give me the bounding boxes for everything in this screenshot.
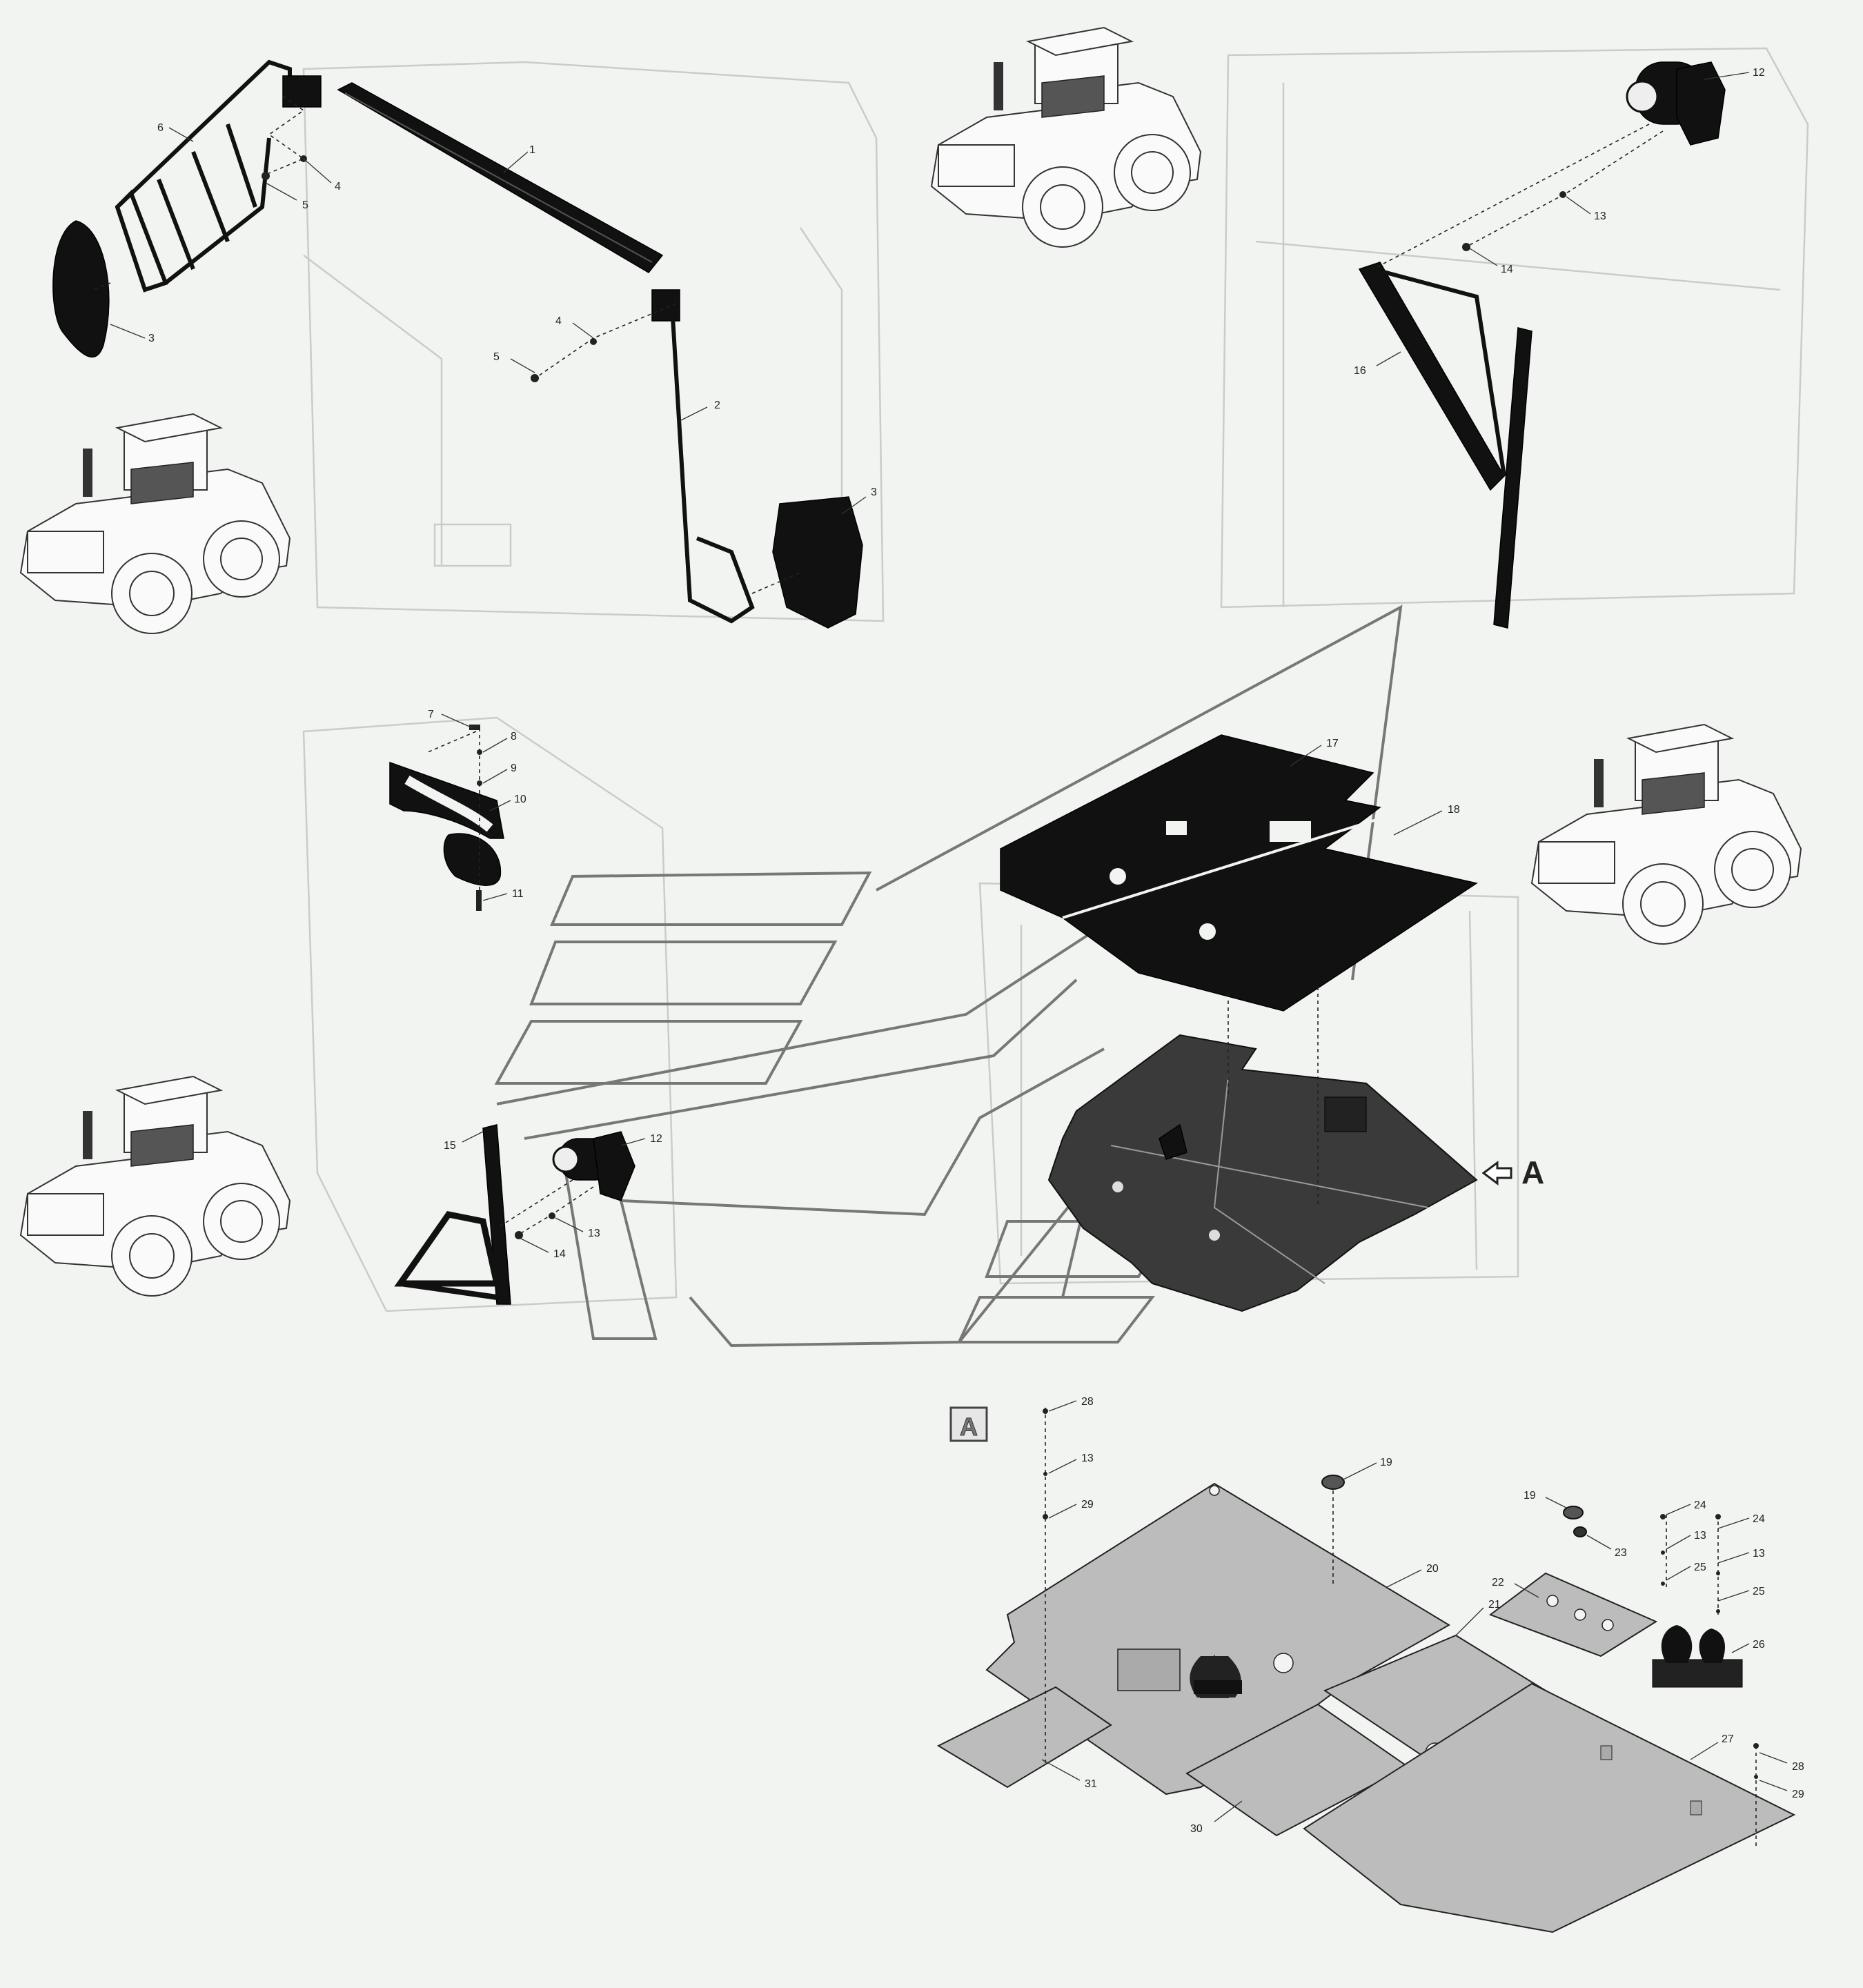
- callout-23: 23: [1615, 1547, 1627, 1559]
- part-6-mirror-arm-left: [115, 59, 322, 293]
- callout-12-lower: 12: [650, 1133, 662, 1145]
- callout-14-top: 14: [1501, 264, 1513, 275]
- callout-14-lower: 14: [553, 1248, 566, 1260]
- callout-8: 8: [511, 731, 517, 742]
- part-26-joystick-boot-left: [1190, 1653, 1294, 1698]
- part-22-bracket: [1488, 1572, 1658, 1657]
- callout-31: 31: [1085, 1778, 1097, 1790]
- part-12-wiper-motor-lower: [496, 1131, 635, 1239]
- callout-13-detail-right: 13: [1753, 1548, 1765, 1559]
- detail-a-box: A: [949, 1406, 988, 1442]
- callout-3-right: 3: [871, 486, 877, 498]
- part-26-joystick-boot-right: [1652, 1625, 1743, 1688]
- callout-5-mid: 5: [493, 351, 500, 363]
- part-10-mirror-bracket: [389, 761, 504, 839]
- callout-13-detail: 13: [1081, 1453, 1094, 1464]
- callout-9: 9: [511, 762, 517, 774]
- part-31-floor-plate: [936, 1686, 1112, 1789]
- callout-13-detail-left: 13: [1694, 1530, 1706, 1542]
- tractor-thumbnail-top: [931, 27, 1201, 248]
- tractor-thumbnail-left-top: [20, 413, 290, 634]
- part-1-sun-visor-bar: [337, 82, 664, 273]
- floor-plates-assembly: [1047, 1034, 1478, 1312]
- callout-7: 7: [428, 709, 434, 720]
- part-3-mirror-left: [52, 220, 110, 358]
- callout-24-right: 24: [1753, 1513, 1765, 1525]
- callout-30: 30: [1190, 1823, 1203, 1835]
- callout-20: 20: [1426, 1563, 1439, 1575]
- callout-12-top: 12: [1753, 67, 1765, 79]
- callout-13-lower: 13: [588, 1228, 600, 1239]
- callout-29-top: 29: [1081, 1499, 1094, 1510]
- callouts: 1 2 3 3 4 4 5 5 6 7 8 9 10 11 12 12 13 1…: [110, 67, 1804, 1835]
- view-a-marker: A: [1481, 1154, 1544, 1190]
- mat-to-plate-lines: [1228, 987, 1319, 1208]
- callout-19-left: 19: [1380, 1457, 1392, 1468]
- callout-28-bottom: 28: [1792, 1761, 1804, 1773]
- callout-19-right: 19: [1524, 1490, 1536, 1502]
- arrow-left-outline-icon: [1481, 1161, 1512, 1185]
- callout-18: 18: [1448, 804, 1460, 816]
- ghost-cab-top-right: [1220, 47, 1809, 609]
- callout-4-top: 4: [335, 181, 341, 193]
- wiper-blade-top: [1493, 327, 1532, 629]
- part-27-floor-plate: [1303, 1682, 1796, 1933]
- callout-4-mid: 4: [555, 315, 562, 327]
- callout-17: 17: [1326, 738, 1339, 749]
- fastener-lines-top-right: [1372, 124, 1664, 270]
- fastener-lines-detail-a: [1043, 1408, 1759, 1849]
- part-15-wiper-arm-lower: [394, 1124, 511, 1305]
- callout-22: 22: [1492, 1577, 1504, 1588]
- part-19-grommet: [1321, 1475, 1587, 1537]
- part-16-wiper-arm-top: [1358, 262, 1506, 491]
- callout-28-top: 28: [1081, 1396, 1094, 1408]
- callout-2: 2: [714, 400, 720, 411]
- view-a-label: A: [1521, 1154, 1544, 1190]
- callout-21: 21: [1488, 1599, 1501, 1611]
- callout-16: 16: [1354, 365, 1366, 377]
- callout-26: 26: [1753, 1639, 1765, 1651]
- callout-24-left: 24: [1694, 1499, 1706, 1511]
- detail-a-label: A: [960, 1413, 978, 1441]
- callout-15: 15: [444, 1140, 456, 1152]
- callout-13-top: 13: [1594, 210, 1606, 222]
- callout-3-left: 3: [148, 333, 155, 344]
- callout-10: 10: [514, 794, 526, 805]
- fastener-lines-middle: [427, 725, 482, 911]
- part-17-18-floor-mats: [1000, 734, 1478, 1012]
- callout-25-right: 25: [1753, 1586, 1765, 1597]
- tractor-thumbnail-left-bottom: [20, 1076, 290, 1297]
- callout-1: 1: [529, 144, 535, 156]
- callout-11: 11: [512, 888, 524, 900]
- callout-5-top: 5: [302, 199, 308, 211]
- callout-27: 27: [1722, 1733, 1734, 1745]
- callout-25-left: 25: [1694, 1562, 1706, 1573]
- callout-6: 6: [157, 122, 164, 134]
- tractor-thumbnail-right: [1531, 724, 1802, 945]
- callout-29-bottom: 29: [1792, 1789, 1804, 1800]
- part-2-mirror-arm-right: [651, 289, 755, 624]
- part-3-mirror-right: [772, 496, 863, 629]
- part-10-mirror-small: [443, 833, 502, 886]
- part-12-wiper-motor-top: [1626, 61, 1726, 146]
